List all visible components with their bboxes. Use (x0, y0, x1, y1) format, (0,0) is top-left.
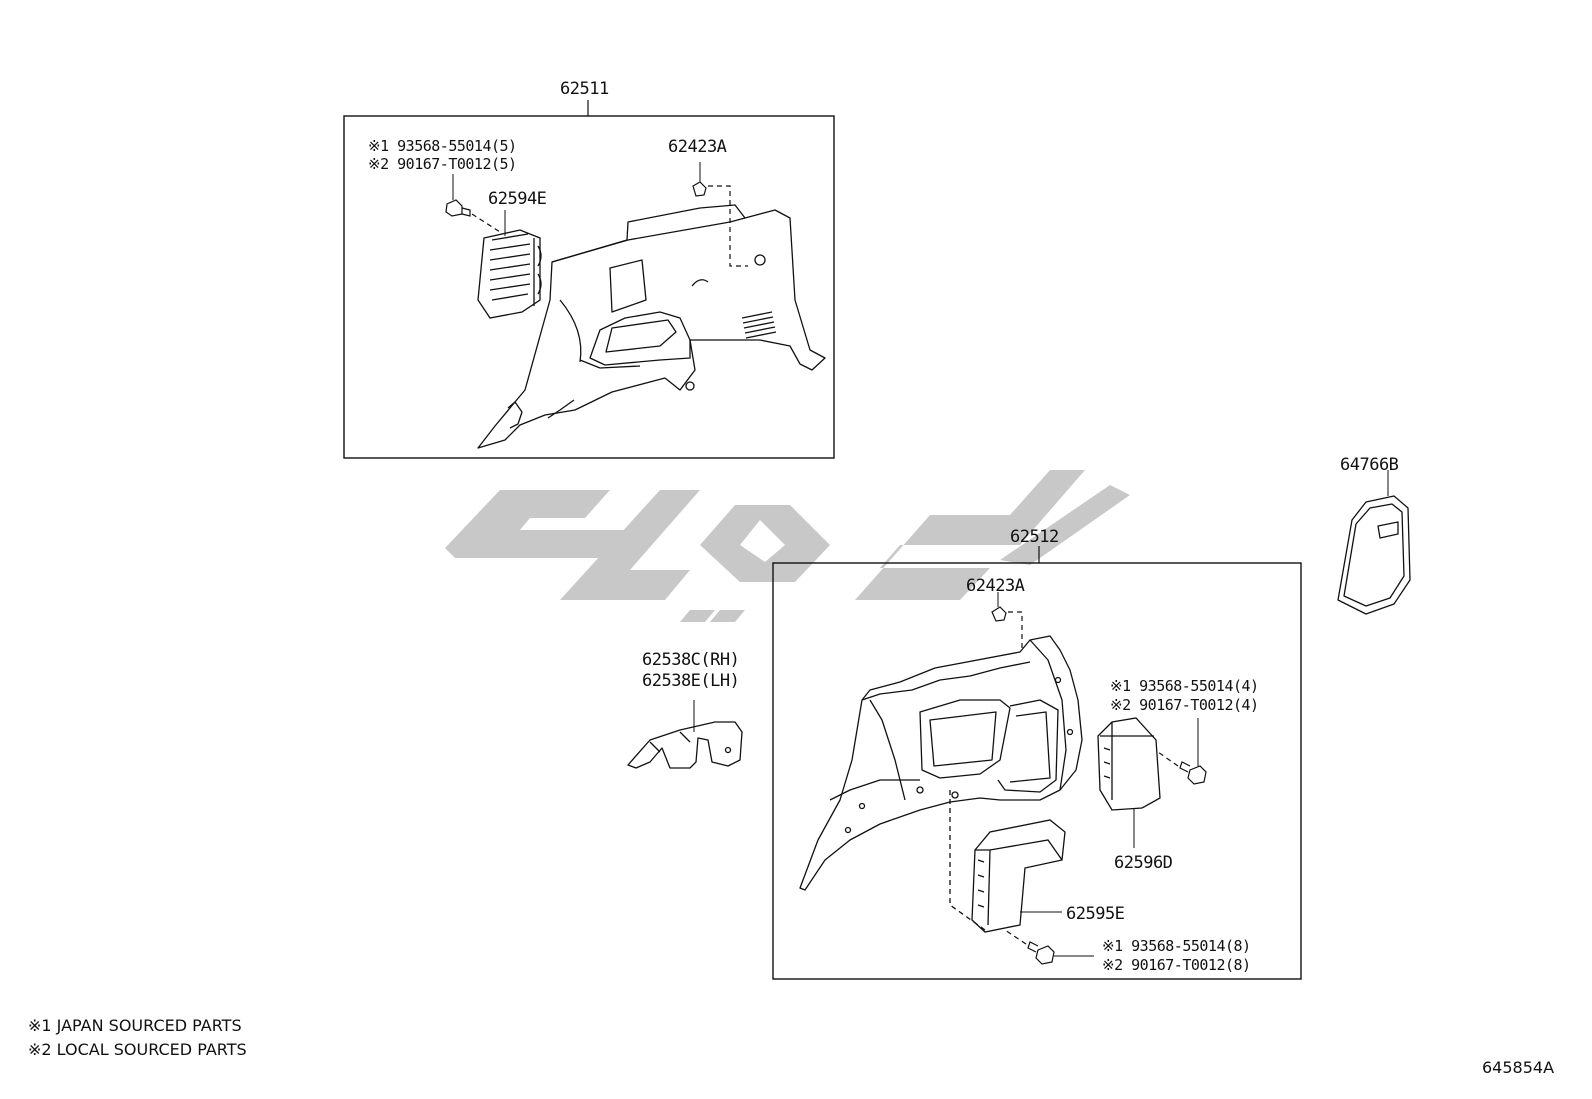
upper-cover-62594e (477, 210, 542, 319)
arabic-logo-watermark (445, 470, 1130, 622)
lower-fastener-a-line-2: ※2 90167-T0012(4) (1110, 696, 1259, 714)
upper-screw (445, 174, 501, 233)
garnish-label-lh: 62538E(LH) (642, 671, 740, 691)
diagram-code: 645854A (1482, 1058, 1555, 1077)
upper-fastener-line-2: ※2 90167-T0012(5) (368, 155, 517, 173)
note-japan-sourced: ※1 JAPAN SOURCED PARTS (28, 1016, 242, 1035)
upper-clip-label: 62423A (668, 137, 727, 157)
lower-screw-b (1004, 929, 1094, 965)
upper-clip-62423a (692, 162, 748, 267)
upper-group-label: 62511 (560, 79, 609, 99)
panel-label: 64766B (1340, 455, 1399, 475)
garnish-62538 (627, 700, 743, 769)
upper-trim-panel (477, 204, 826, 449)
note-local-sourced: ※2 LOCAL SOURCED PARTS (28, 1040, 247, 1059)
lower-group-label: 62512 (1010, 527, 1059, 547)
lower-fastener-b-line-1: ※1 93568-55014(8) (1102, 937, 1251, 955)
lower-cover-62596d (1097, 717, 1161, 848)
lower-cover-label: 62596D (1114, 853, 1173, 873)
lower-screw-a (1157, 718, 1207, 785)
lower-box-label: 62595E (1066, 904, 1125, 924)
panel-64766b (1337, 470, 1411, 615)
lower-clip-label: 62423A (966, 576, 1025, 596)
lower-fastener-a-line-1: ※1 93568-55014(4) (1110, 677, 1259, 695)
lower-group-box (772, 562, 1302, 980)
lower-box-62595e (949, 790, 1066, 933)
upper-fastener-line-1: ※1 93568-55014(5) (368, 137, 517, 155)
lower-clip-62423a (991, 592, 1023, 650)
upper-cover-label: 62594E (488, 189, 547, 209)
lower-trim-panel (799, 635, 1083, 891)
garnish-label-rh: 62538C(RH) (642, 650, 740, 670)
lower-fastener-b-line-2: ※2 90167-T0012(8) (1102, 956, 1251, 974)
upper-group-box (343, 115, 835, 459)
